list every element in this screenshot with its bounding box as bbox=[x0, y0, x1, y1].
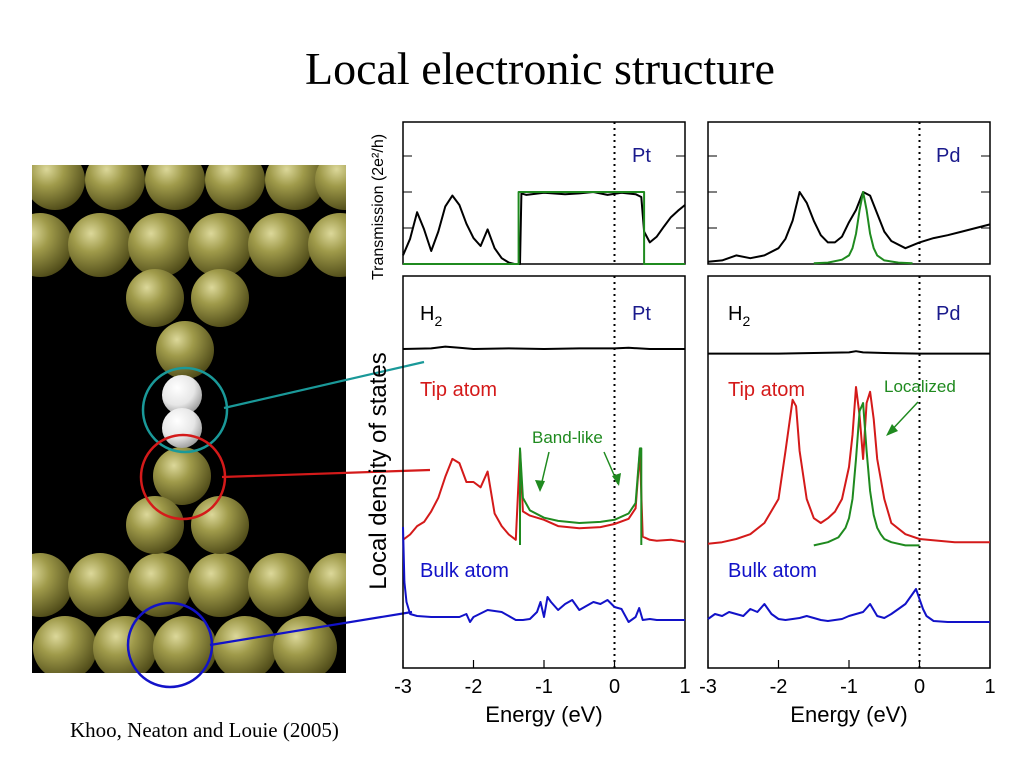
gold-atom bbox=[128, 213, 192, 277]
series-h2 bbox=[708, 350, 990, 355]
localized-arrowhead bbox=[886, 424, 898, 436]
pt-tip-atom-label: Tip atom bbox=[420, 379, 497, 401]
gold-atom bbox=[93, 616, 157, 673]
pt-x-axis: -3 -2 -1 0 1 bbox=[394, 660, 691, 698]
gold-atom bbox=[308, 553, 346, 617]
band-like-annotation: Band-like bbox=[532, 428, 603, 447]
x-tick-label: -1 bbox=[840, 676, 858, 698]
localized-annotation: Localized bbox=[884, 377, 956, 396]
h2-highlight-circle bbox=[141, 366, 229, 454]
hydrogen-atom bbox=[162, 375, 202, 415]
x-tick-label: -3 bbox=[394, 676, 412, 698]
bulk-connector-line bbox=[209, 610, 413, 647]
series-calculated bbox=[707, 191, 991, 263]
x-tick-label: 1 bbox=[679, 676, 690, 698]
gold-atom bbox=[153, 616, 217, 673]
pt-ldos-panel: Pt H2 Tip atom Bulk atom Band-like bbox=[402, 275, 686, 669]
x-tick-label: -2 bbox=[770, 676, 788, 698]
gold-atom bbox=[205, 165, 265, 210]
pt-h2-label: H2 bbox=[420, 303, 442, 329]
gold-atom bbox=[191, 269, 249, 327]
gold-atom bbox=[153, 447, 211, 505]
gold-atom bbox=[156, 321, 214, 379]
pt-transmission-panel: Pt bbox=[402, 121, 686, 265]
series-tip-atom bbox=[707, 386, 990, 545]
pd-bulk-atom-label: Bulk atom bbox=[728, 560, 817, 582]
gold-atom bbox=[248, 553, 312, 617]
x-tick-label: 1 bbox=[984, 676, 995, 698]
gold-atom bbox=[85, 165, 145, 210]
ldos-axis-label: Local density of states bbox=[365, 352, 392, 589]
citation: Khoo, Neaton and Louie (2005) bbox=[70, 718, 339, 742]
series-localized-model bbox=[813, 191, 913, 265]
gold-atom bbox=[32, 165, 85, 210]
gold-atom bbox=[126, 269, 184, 327]
pd-x-axis-label: Energy (eV) bbox=[790, 702, 907, 727]
transmission-axis-label: Transmission (2e²/h) bbox=[370, 134, 387, 280]
gold-atom bbox=[213, 616, 277, 673]
junction-image bbox=[32, 165, 346, 689]
band-like-arrowhead-right bbox=[612, 473, 621, 486]
h2-connector-line bbox=[223, 360, 425, 410]
pd-x-axis: -3 -2 -1 0 1 bbox=[699, 660, 996, 698]
gold-atom bbox=[128, 553, 192, 617]
pd-trans-metal-label: Pd bbox=[936, 145, 960, 167]
series-bulk-atom bbox=[402, 526, 685, 623]
series-bulk-atom bbox=[707, 588, 990, 623]
pt-x-axis-label: Energy (eV) bbox=[485, 702, 602, 727]
series-calculated bbox=[402, 191, 686, 265]
gold-atom bbox=[273, 616, 337, 673]
series-h2 bbox=[402, 345, 685, 350]
gold-atom bbox=[145, 165, 205, 210]
series-band-like-model bbox=[519, 447, 643, 545]
gold-atom bbox=[248, 213, 312, 277]
gold-atom bbox=[32, 213, 72, 277]
gold-atom bbox=[68, 553, 132, 617]
tip-connector-line bbox=[221, 468, 431, 479]
pd-ldos-metal-label: Pd bbox=[936, 303, 960, 325]
gold-atom bbox=[188, 553, 252, 617]
slide-title: Local electronic structure bbox=[305, 43, 775, 94]
pd-tip-atom-label: Tip atom bbox=[728, 379, 805, 401]
pd-transmission-panel: Pd bbox=[707, 121, 991, 265]
gold-atom bbox=[33, 616, 97, 673]
pt-trans-metal-label: Pt bbox=[632, 145, 651, 167]
x-tick-label: -1 bbox=[535, 676, 553, 698]
gold-atom bbox=[191, 496, 249, 554]
x-tick-label: 0 bbox=[609, 676, 620, 698]
gold-atom bbox=[32, 553, 72, 617]
x-tick-label: -3 bbox=[699, 676, 717, 698]
pd-h2-label: H2 bbox=[728, 303, 750, 329]
gold-atom bbox=[68, 213, 132, 277]
hydrogen-atom bbox=[162, 408, 202, 448]
pd-ldos-panel: Pd H2 Tip atom Bulk atom Localized bbox=[707, 275, 991, 669]
series-localized-model bbox=[813, 402, 920, 547]
gold-atom bbox=[265, 165, 325, 210]
gold-atom bbox=[188, 213, 252, 277]
pt-bulk-atom-label: Bulk atom bbox=[420, 560, 509, 582]
x-tick-label: 0 bbox=[914, 676, 925, 698]
gold-atom bbox=[308, 213, 346, 277]
x-tick-label: -2 bbox=[465, 676, 483, 698]
band-like-arrowhead-left bbox=[535, 480, 545, 492]
pt-ldos-metal-label: Pt bbox=[632, 303, 651, 325]
gold-atom bbox=[315, 165, 346, 210]
series-band-like-model bbox=[403, 191, 685, 265]
series-tip-atom bbox=[402, 449, 686, 543]
gold-atom bbox=[126, 496, 184, 554]
